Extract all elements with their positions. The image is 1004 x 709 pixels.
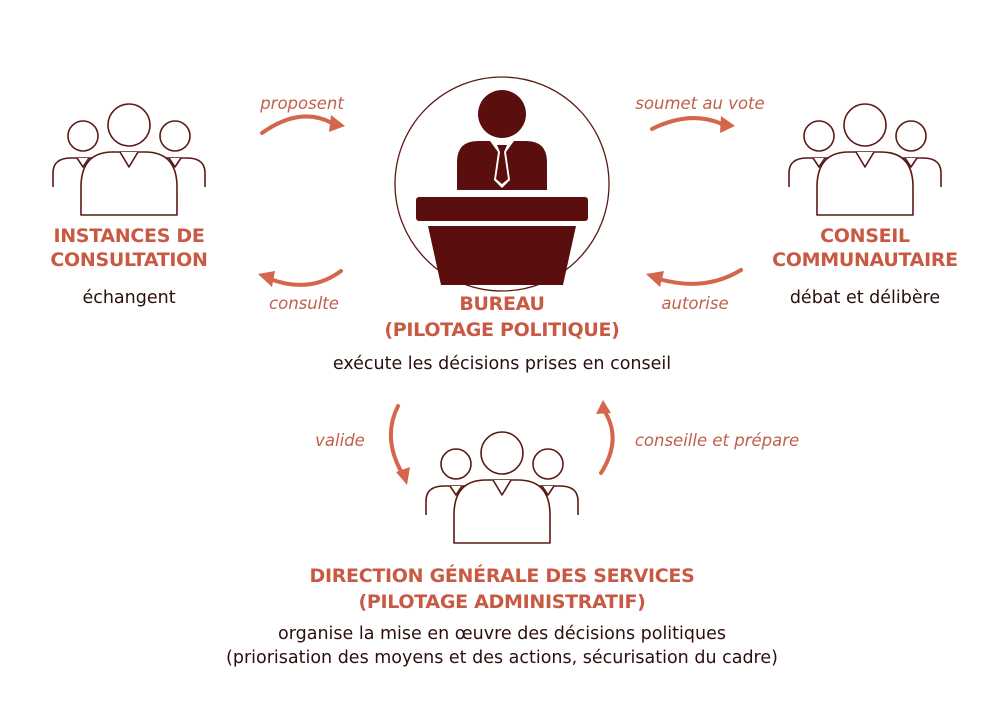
- node-conseil: CONSEIL COMMUNAUTAIRE débat et délibère: [755, 224, 975, 310]
- edge-label-autorise: autorise: [661, 294, 729, 313]
- arrow-proposent: [260, 114, 334, 135]
- arrow-consulte: [268, 269, 343, 287]
- edge-label-soumet: soumet au vote: [635, 94, 765, 113]
- conseil-desc: débat et délibère: [789, 288, 941, 308]
- edge-label-conseille: conseille et prépare: [634, 431, 800, 450]
- node-direction: DIRECTION GÉNÉRALE DES SERVICES (PILOTAG…: [182, 564, 822, 670]
- instances-group-icon: [52, 103, 206, 216]
- instances-title-line1: INSTANCES DE: [53, 225, 205, 247]
- edge-label-valide: valide: [315, 431, 365, 450]
- edge-label-consulte: consulte: [269, 294, 339, 313]
- arrow-conseille: [599, 410, 615, 475]
- arrow-autorise: [657, 268, 743, 286]
- instances-desc: échangent: [82, 288, 176, 308]
- bureau-title-line1: BUREAU: [459, 293, 545, 315]
- direction-title-line1: DIRECTION GÉNÉRALE DES SERVICES: [309, 565, 695, 587]
- node-instances: INSTANCES DE CONSULTATION échangent: [29, 224, 229, 310]
- bureau-title-line2: (PILOTAGE POLITIQUE): [384, 319, 620, 341]
- conseil-group-icon: [788, 103, 942, 216]
- speaker-podium-icon: [394, 76, 610, 292]
- arrow-valide: [388, 404, 404, 475]
- instances-title-line2: CONSULTATION: [50, 249, 208, 271]
- direction-desc-line1: organise la mise en œuvre des décisions …: [278, 624, 726, 644]
- edge-label-proposent: proposent: [260, 94, 344, 113]
- conseil-title-line2: COMMUNAUTAIRE: [772, 249, 958, 271]
- arrow-soumet: [650, 116, 724, 131]
- node-bureau: BUREAU (PILOTAGE POLITIQUE) exécute les …: [282, 292, 722, 376]
- direction-title-line2: (PILOTAGE ADMINISTRATIF): [358, 591, 646, 613]
- conseil-title-line1: CONSEIL: [820, 225, 910, 247]
- direction-desc-line2: (priorisation des moyens et des actions,…: [226, 648, 778, 668]
- direction-group-icon: [425, 431, 579, 544]
- bureau-desc: exécute les décisions prises en conseil: [332, 354, 672, 374]
